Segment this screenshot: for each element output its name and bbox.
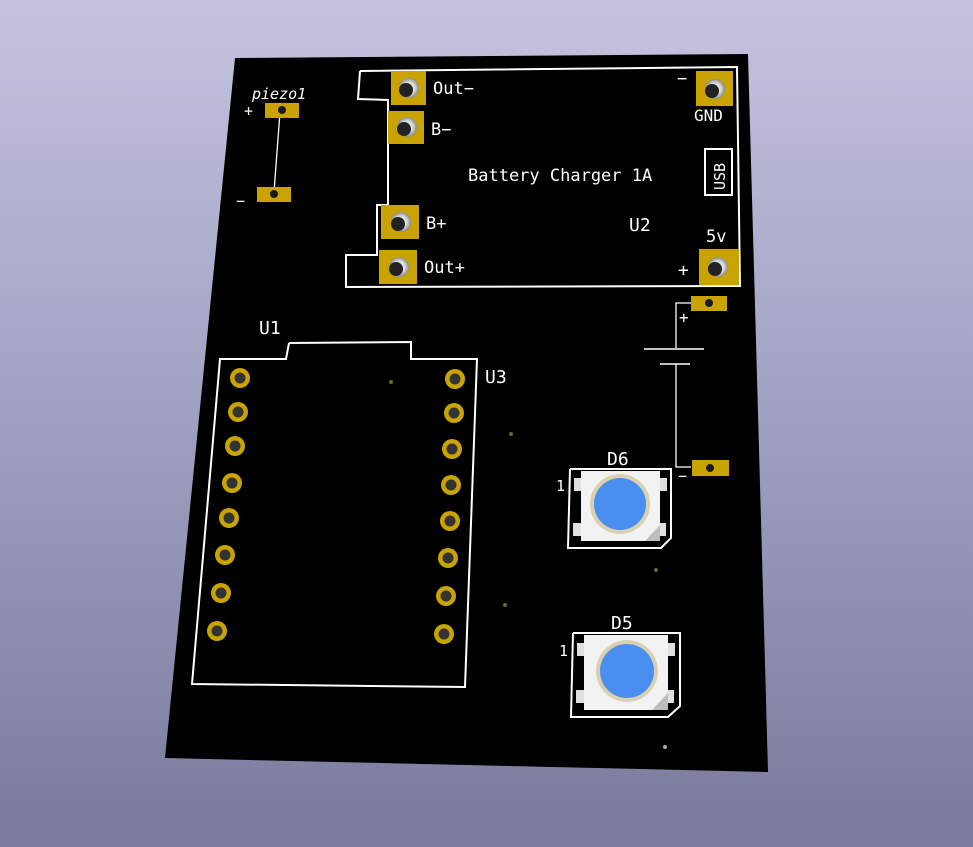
charger-gnd-label: GND (694, 106, 723, 125)
charger-5v-label: 5v (706, 227, 726, 247)
battery-pad-plus-hole (705, 299, 713, 307)
battery-plus-label: + (679, 308, 689, 327)
module-pin-holes-right (438, 373, 461, 640)
pad-out-minus-hole-inner (399, 83, 413, 97)
led-d5-chamfer (652, 693, 668, 710)
module-outline (190, 340, 479, 689)
charger-outline (345, 65, 742, 289)
module-pin-hole (229, 440, 241, 452)
module-ref-u1: U1 (259, 318, 281, 339)
charger-out-minus-label: Out− (433, 79, 474, 99)
led-d6-ref: D6 (607, 449, 629, 470)
microcontroller-module: U1 U3 (190, 318, 507, 689)
module-pin-hole (449, 373, 461, 385)
led-d5-pad (665, 643, 675, 656)
led-d6-pad (657, 478, 667, 491)
piezo-footprint: piezo1 + − (236, 85, 306, 210)
module-pin-hole (223, 512, 235, 524)
led-d5-pin1: 1 (559, 642, 568, 660)
module-pin-hole (444, 515, 456, 527)
via (389, 380, 393, 384)
piezo-pad-minus-hole (270, 190, 278, 198)
led-d6-outline (566, 468, 672, 549)
battery-pad-minus-hole (706, 464, 714, 472)
module-pin-hole (234, 372, 246, 384)
module-pin-hole (448, 407, 460, 419)
module-pin-holes-left (211, 372, 246, 637)
led-d5-ref: D5 (611, 613, 633, 634)
led-d6-chamfer (645, 525, 660, 541)
via (663, 745, 667, 749)
charger-gnd-sign: − (677, 69, 687, 89)
led-d6-pad (573, 523, 583, 536)
pad-b-plus-hole-inner (391, 217, 405, 231)
charger-usb-label: USB (711, 163, 729, 190)
battery-footprint: + − (644, 296, 729, 485)
charger-out-plus-label: Out+ (424, 258, 465, 278)
module-pin-hole (446, 443, 458, 455)
usb-marker-box (704, 148, 733, 196)
piezo-minus-label: − (236, 192, 245, 210)
led-d6-pad (574, 478, 584, 491)
charger-title: Battery Charger 1A (468, 166, 652, 186)
led-d5-pad (576, 690, 586, 703)
led-d6: D6 1 (556, 449, 672, 549)
pad-out-plus-hole-inner (389, 262, 403, 276)
pad-gnd-hole-inner (705, 84, 719, 98)
module-pin-hole (442, 552, 454, 564)
module-pin-hole (440, 590, 452, 602)
led-d5-lens (600, 644, 654, 698)
led-d6-pin1: 1 (556, 477, 565, 495)
led-d5-pad (577, 643, 587, 656)
module-ref-u3: U3 (485, 367, 507, 388)
charger-5v-sign: + (678, 260, 689, 281)
module-pin-hole (232, 406, 244, 418)
led-d5-outline (569, 632, 681, 718)
via (654, 568, 658, 572)
led-d5: D5 1 (559, 613, 681, 718)
battery-wire-top (675, 302, 691, 348)
module-pin-hole (219, 549, 231, 561)
module-pin-hole (211, 625, 223, 637)
via (509, 432, 513, 436)
vias (389, 380, 667, 749)
pad-5v-hole-inner (708, 262, 722, 276)
led-d5-pad (664, 690, 674, 703)
via (503, 603, 507, 607)
pad-b-minus-hole-inner (397, 122, 411, 136)
piezo-ref-label: piezo1 (251, 85, 306, 103)
battery-charger-module: Out− B− Battery Charger 1A − GND USB U2 … (345, 65, 742, 289)
pcb-board (165, 54, 768, 772)
led-d6-lens (594, 478, 646, 530)
module-pin-hole (445, 479, 457, 491)
led-d6-pad (656, 523, 666, 536)
piezo-plus-label: + (244, 102, 253, 120)
charger-ref-label: U2 (629, 215, 651, 236)
module-pin-hole (438, 628, 450, 640)
battery-minus-label: − (678, 467, 687, 485)
module-pin-hole (215, 587, 227, 599)
battery-wire-bottom (675, 364, 691, 468)
piezo-pad-plus-hole (278, 106, 286, 114)
module-pin-hole (226, 477, 238, 489)
charger-b-minus-label: B− (431, 120, 451, 140)
charger-b-plus-label: B+ (426, 214, 446, 234)
piezo-wire (273, 111, 281, 193)
